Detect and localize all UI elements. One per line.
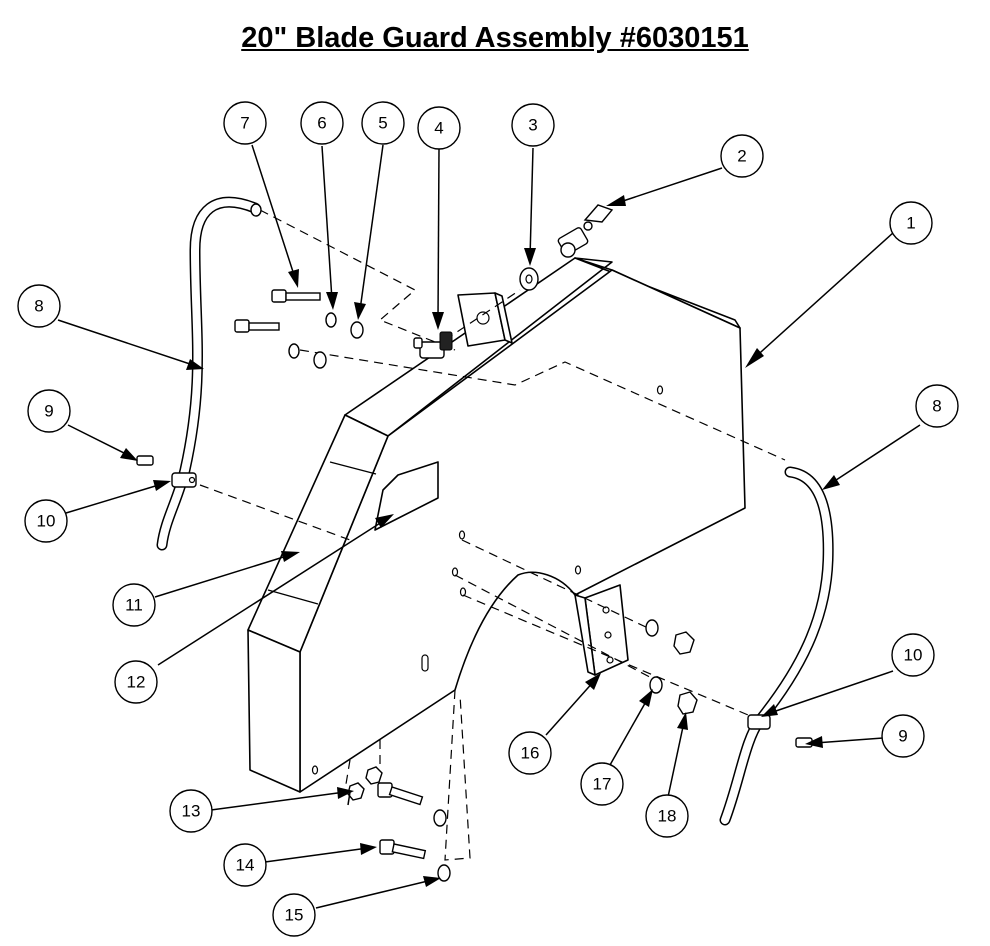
balloon-label: 9 <box>44 402 53 421</box>
balloon-2: 2 <box>720 134 764 178</box>
balloon-label: 11 <box>125 596 143 615</box>
left-hose <box>156 196 262 551</box>
right-hose <box>719 466 834 826</box>
balloon-17: 17 <box>580 762 624 806</box>
balloon-10-right: 10 <box>891 633 935 677</box>
hose-bracket <box>457 292 513 347</box>
balloon-label: 12 <box>127 673 146 692</box>
page-title: 20" Blade Guard Assembly #6030151 <box>241 22 749 54</box>
balloon-15: 15 <box>272 893 316 937</box>
panel-hole <box>459 587 467 597</box>
balloon-11: 11 <box>112 583 156 627</box>
panel-hole <box>311 765 319 775</box>
blade-guard-body <box>247 257 746 793</box>
nut <box>365 766 383 785</box>
nut <box>673 631 695 655</box>
balloon-label: 5 <box>378 114 387 133</box>
balloon-label: 2 <box>737 147 746 166</box>
balloon-label: 14 <box>236 856 255 875</box>
balloon-label: 8 <box>34 297 43 316</box>
balloon-18: 18 <box>645 794 689 838</box>
balloon-label: 13 <box>182 802 201 821</box>
balloon-label: 9 <box>898 727 907 746</box>
panel-slot <box>421 654 429 672</box>
panel-hole <box>574 565 582 575</box>
balloon-8-right: 8 <box>915 384 959 428</box>
balloon-1: 1 <box>889 201 933 245</box>
balloon-label: 4 <box>434 119 443 138</box>
balloon-label: 10 <box>37 512 56 531</box>
balloon-13: 13 <box>169 789 213 833</box>
tee-fitting <box>413 331 453 359</box>
ball-valve <box>557 204 614 258</box>
panel-hole <box>656 385 664 395</box>
balloon-14: 14 <box>223 843 267 887</box>
balloon-label: 7 <box>240 114 249 133</box>
balloon-label: 6 <box>317 114 326 133</box>
bolt-set-lower <box>234 319 327 369</box>
balloon-5: 5 <box>361 101 405 145</box>
panel-hole <box>458 530 466 540</box>
washer <box>645 619 659 637</box>
balloon-label: 3 <box>528 116 537 135</box>
balloon-label: 15 <box>285 906 304 925</box>
bolt-set-upper <box>271 289 364 339</box>
balloon-label: 8 <box>932 397 941 416</box>
balloon-9-right: 9 <box>881 714 925 758</box>
balloon-label: 10 <box>904 646 923 665</box>
right-hose-clamp <box>747 714 771 730</box>
balloon-16: 16 <box>508 731 552 775</box>
balloon-label: 16 <box>521 744 540 763</box>
balloon-6: 6 <box>300 101 344 145</box>
nut-18 <box>677 691 698 715</box>
balloon-label: 17 <box>593 775 612 794</box>
balloon-12: 12 <box>114 660 158 704</box>
hardware <box>136 204 813 882</box>
washer-15 <box>437 864 451 882</box>
balloon-10-left: 10 <box>24 499 68 543</box>
balloon-8-left: 8 <box>17 284 61 328</box>
balloon-9-left: 9 <box>27 389 71 433</box>
balloon-4: 4 <box>417 106 461 150</box>
assembly-lines <box>199 209 786 861</box>
balloon-label: 18 <box>658 807 677 826</box>
left-screw <box>136 455 154 466</box>
balloon-7: 7 <box>223 101 267 145</box>
balloon-label: 1 <box>906 214 915 233</box>
panel-hole <box>451 567 459 577</box>
left-hose-clamp <box>171 472 197 488</box>
leaders <box>57 144 921 909</box>
balloon-3: 3 <box>511 103 555 147</box>
